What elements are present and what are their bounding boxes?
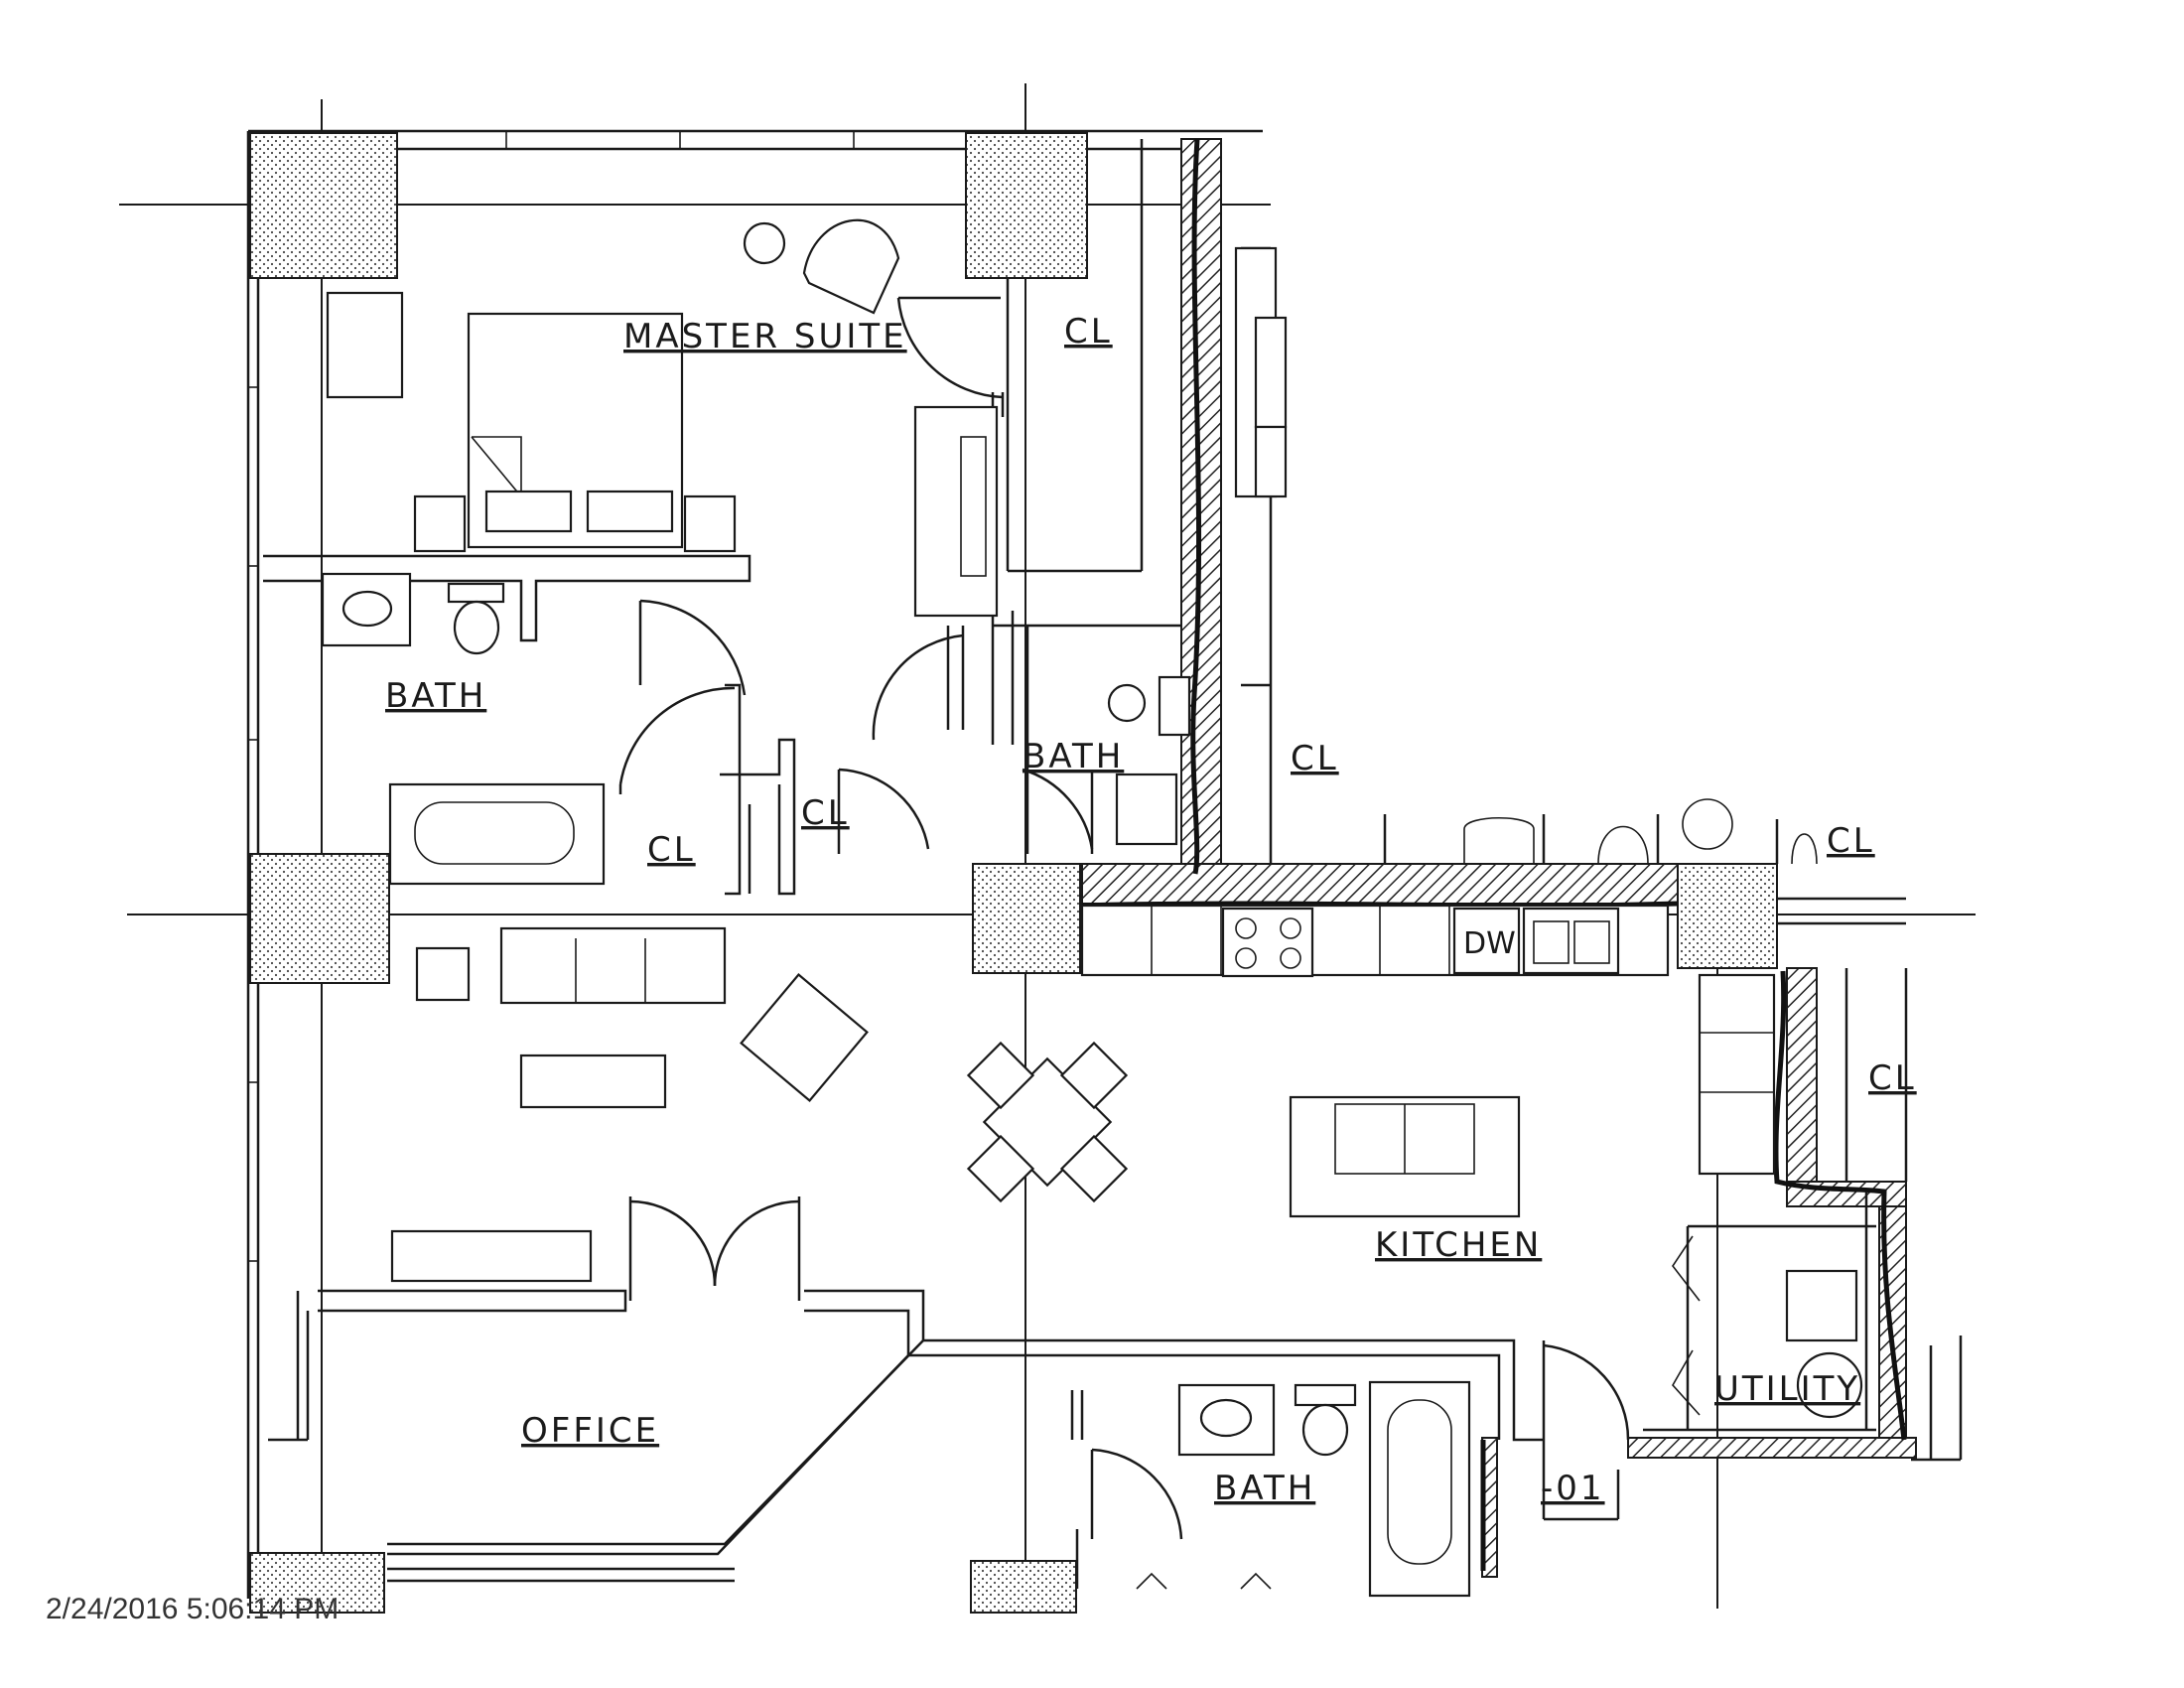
- ottoman: [415, 946, 471, 1002]
- office-label: OFFICE: [521, 1411, 659, 1451]
- furniture: DW: [321, 218, 1863, 1598]
- dishwasher-label: DW: [1463, 926, 1516, 961]
- water-heater: [1796, 1351, 1863, 1419]
- kitchen-sink: [1522, 907, 1620, 975]
- doors: [618, 296, 1701, 1540]
- wardrobe: [913, 405, 999, 618]
- cooktop: [1221, 907, 1314, 978]
- print-timestamp: 2/24/2016 5:06:14 PM: [46, 1593, 340, 1625]
- closet-label-2: CL: [647, 830, 696, 870]
- closet-label-5: CL: [1827, 821, 1875, 861]
- closet-label-1: CL: [1064, 312, 1113, 352]
- lounge-chair: [740, 973, 869, 1102]
- sofa: [499, 926, 727, 1005]
- toilet-icon: [453, 600, 500, 655]
- pantry-shelving: [1698, 973, 1776, 1176]
- room-labels: MASTER SUITE BATH BATH BATH CL CL CL CL …: [385, 312, 1917, 1508]
- dishwasher: [1452, 907, 1521, 975]
- kitchen-label: KITCHEN: [1375, 1225, 1542, 1265]
- lower-bathtub: [1368, 1380, 1471, 1598]
- side-table: [743, 221, 786, 265]
- dresser: [326, 291, 404, 399]
- master-suite-label: MASTER SUITE: [623, 317, 907, 356]
- structural-columns: [249, 132, 1778, 1614]
- center-bath-label: BATH: [1023, 737, 1124, 776]
- master-bath-label: BATH: [385, 676, 486, 716]
- unit-tag-label: -01: [1541, 1469, 1605, 1508]
- closet-label-3: CL: [801, 793, 850, 833]
- coffee-table: [519, 1054, 667, 1109]
- sink-icon: [341, 590, 393, 628]
- closet-label-6: CL: [1868, 1058, 1917, 1098]
- lower-bath-label: BATH: [1214, 1469, 1315, 1508]
- washer: [1785, 1269, 1858, 1342]
- hatched-walls: [1081, 138, 1917, 1578]
- bathtub: [388, 782, 606, 886]
- utility-label: UTILITY: [1714, 1369, 1860, 1409]
- nightstand-left: [413, 494, 467, 553]
- nightstand-right: [683, 494, 737, 553]
- armchair: [802, 218, 900, 315]
- closet-label-4: CL: [1291, 739, 1339, 778]
- bench: [390, 1229, 593, 1283]
